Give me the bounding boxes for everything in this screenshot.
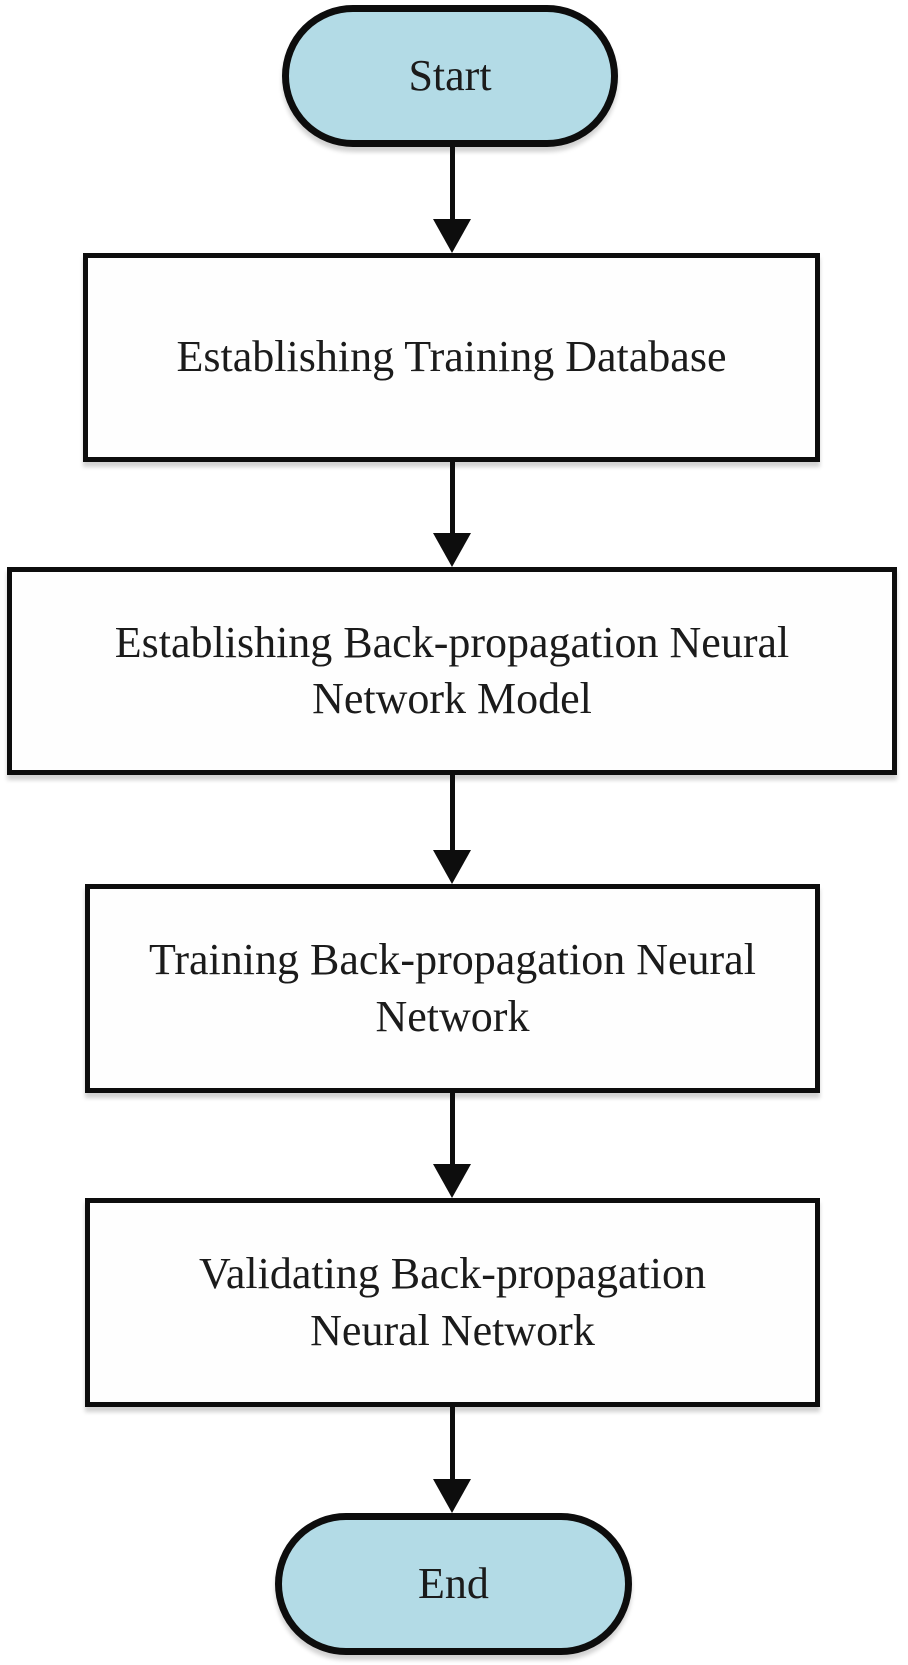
node-start-label: Start bbox=[408, 50, 492, 100]
connector-line bbox=[450, 462, 455, 535]
connector-line bbox=[450, 1407, 455, 1481]
connector-line bbox=[450, 147, 455, 221]
connector-line bbox=[450, 775, 455, 852]
node-end-label: End bbox=[418, 1558, 489, 1608]
node-start: Start bbox=[282, 5, 618, 147]
node-step4-label: Validating Back-propagation Neural Netwo… bbox=[198, 1249, 707, 1355]
node-training-bpnn: Training Back-propagation Neural Network bbox=[85, 884, 820, 1093]
arrow-down-icon bbox=[433, 1164, 471, 1198]
node-establishing-bpnn-model: Establishing Back-propagation Neural Net… bbox=[7, 567, 897, 775]
arrow-down-icon bbox=[433, 219, 471, 253]
node-establishing-training-database: Establishing Training Database bbox=[83, 253, 820, 462]
connector-line bbox=[450, 1093, 455, 1166]
arrow-down-icon bbox=[433, 533, 471, 567]
node-end: End bbox=[275, 1513, 632, 1655]
node-step1-label: Establishing Training Database bbox=[176, 332, 727, 382]
node-validating-bpnn: Validating Back-propagation Neural Netwo… bbox=[85, 1198, 820, 1407]
node-step2-label: Establishing Back-propagation Neural Net… bbox=[114, 617, 790, 723]
arrow-down-icon bbox=[433, 1479, 471, 1513]
node-step3-label: Training Back-propagation Neural Network bbox=[149, 935, 756, 1041]
arrow-down-icon bbox=[433, 850, 471, 884]
